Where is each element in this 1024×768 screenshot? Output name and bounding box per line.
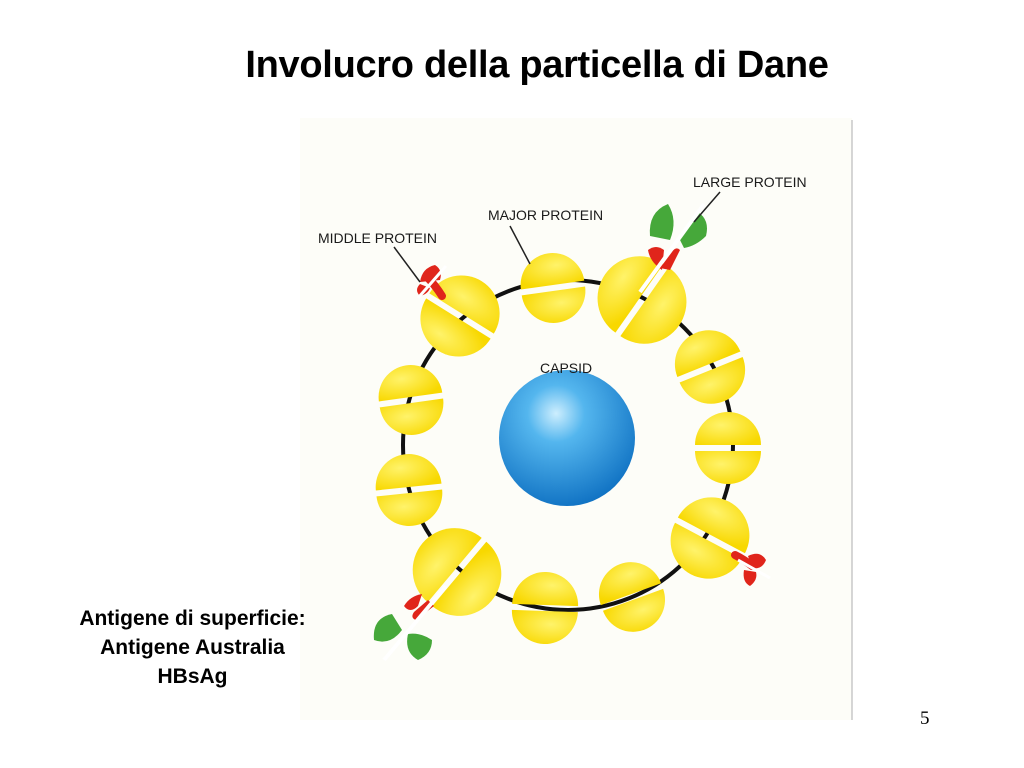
- middle-protein-callout: [393, 246, 421, 283]
- major-protein-subunit: [695, 412, 761, 484]
- major-protein-subunit: [378, 365, 444, 435]
- large-protein-callout: [693, 191, 721, 223]
- major-protein-subunits: [375, 253, 761, 644]
- caption: Antigene di superficie: Antigene Austral…: [40, 604, 345, 691]
- large-protein-label: LARGE PROTEIN: [693, 174, 807, 190]
- major-protein-subunit: [375, 454, 443, 526]
- large-protein-subunit: [597, 256, 687, 344]
- major-protein-subunit: [599, 562, 665, 632]
- large-protein-domain: [638, 202, 707, 294]
- major-protein-callout: [509, 225, 531, 265]
- major-protein-subunit: [511, 572, 579, 644]
- middle-protein-subunit: [420, 275, 500, 357]
- middle-protein-domain: [731, 551, 771, 586]
- caption-line: HBsAg: [157, 665, 228, 688]
- caption-line: Antigene Australia: [100, 636, 285, 659]
- middle-protein-label: MIDDLE PROTEIN: [318, 230, 437, 246]
- capsid: [499, 370, 635, 506]
- large-protein-subunit: [412, 528, 502, 616]
- major-protein-subunit: [520, 253, 586, 323]
- middle-protein-subunit: [670, 497, 750, 579]
- caption-line: Antigene di superficie:: [79, 607, 306, 630]
- capsid-label: CAPSID: [540, 360, 592, 376]
- major-protein-label: MAJOR PROTEIN: [488, 207, 603, 223]
- middle-protein-domain: [416, 265, 448, 300]
- large-protein-domain: [373, 584, 448, 662]
- major-protein-subunit: [674, 330, 746, 404]
- slide-title: Involucro della particella di Dane: [245, 44, 829, 86]
- page-number: 5: [920, 708, 930, 729]
